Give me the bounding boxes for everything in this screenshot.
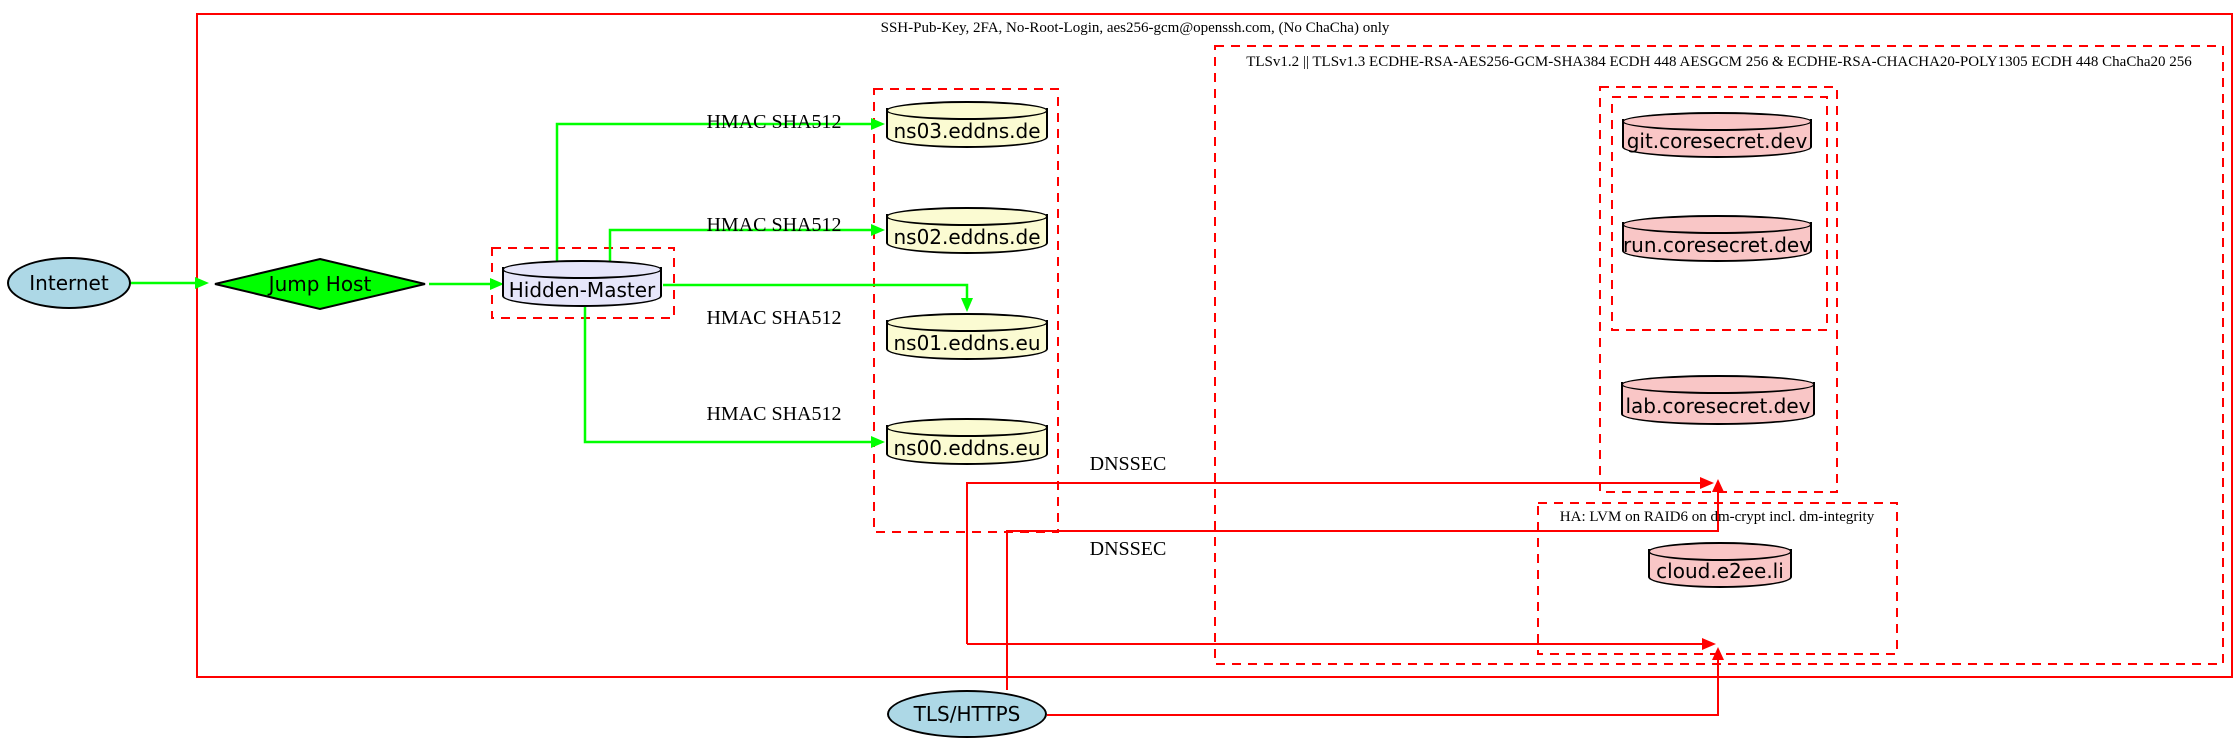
edge-tlshttps-coresecret bbox=[1006, 492, 1719, 690]
node-cloud-e2ee: cloud.e2ee.li bbox=[1648, 542, 1792, 588]
edge-label-hmac-ns00: HMAC SHA512 bbox=[706, 403, 842, 425]
node-ns01: ns01.eddns.eu bbox=[886, 313, 1048, 360]
node-git-coresecret: git.coresecret.dev bbox=[1622, 112, 1812, 158]
node-label: Jump Host bbox=[268, 272, 372, 296]
edge-hiddenmaster-ns01 bbox=[663, 283, 969, 298]
edge-tlshttps-hacluster bbox=[1047, 660, 1719, 716]
node-label: Hidden-Master bbox=[508, 277, 656, 302]
node-lab-coresecret: lab.coresecret.dev bbox=[1621, 375, 1815, 425]
outer-box-label: SSH-Pub-Key, 2FA, No-Root-Login, aes256-… bbox=[880, 20, 1390, 36]
node-run-coresecret: run.coresecret.dev bbox=[1622, 215, 1812, 262]
arrowhead bbox=[1712, 647, 1724, 660]
edge-label-hmac-ns01: HMAC SHA512 bbox=[706, 307, 842, 329]
arrowhead bbox=[490, 278, 504, 290]
ha-cluster-label: HA: LVM on RAID6 on dm-crypt incl. dm-in… bbox=[1559, 509, 1875, 525]
node-label: ns02.eddns.de bbox=[893, 224, 1041, 249]
edge-dnssec-upper bbox=[966, 482, 1700, 644]
edge-label-hmac-ns02: HMAC SHA512 bbox=[706, 214, 842, 236]
node-label: cloud.e2ee.li bbox=[1656, 559, 1784, 583]
node-jump-host: Jump Host bbox=[212, 257, 428, 311]
edge-label-dnssec-upper: DNSSEC bbox=[1089, 453, 1167, 475]
edge-label-dnssec-lower: DNSSEC bbox=[1089, 538, 1167, 560]
node-ns02: ns02.eddns.de bbox=[886, 207, 1048, 254]
node-label: ns01.eddns.eu bbox=[893, 330, 1041, 355]
node-label: ns00.eddns.eu bbox=[893, 435, 1041, 460]
arrowhead bbox=[1700, 477, 1714, 489]
arrowhead bbox=[195, 277, 209, 289]
edge-hiddenmaster-ns03 bbox=[555, 122, 871, 262]
arrowhead bbox=[1712, 479, 1724, 492]
outer-security-box bbox=[196, 13, 2233, 678]
node-tls-https: TLS/HTTPS bbox=[887, 690, 1047, 738]
arrowhead bbox=[871, 224, 885, 236]
arrowhead bbox=[871, 118, 885, 130]
arrowhead bbox=[1702, 638, 1716, 650]
edge-label-hmac-ns03: HMAC SHA512 bbox=[706, 111, 842, 133]
node-ns00: ns00.eddns.eu bbox=[886, 418, 1048, 465]
edge-hiddenmaster-ns02 bbox=[608, 228, 871, 262]
dns-cluster-box bbox=[873, 88, 1059, 533]
edge-hiddenmaster-ns00 bbox=[583, 307, 871, 444]
node-label: ns03.eddns.de bbox=[893, 118, 1041, 143]
node-label: lab.coresecret.dev bbox=[1625, 394, 1811, 418]
node-label: run.coresecret.dev bbox=[1622, 232, 1812, 257]
node-hidden-master: Hidden-Master bbox=[502, 260, 662, 307]
arrowhead bbox=[961, 298, 973, 312]
node-internet: Internet bbox=[7, 257, 131, 309]
arrowhead bbox=[871, 436, 885, 448]
tls-cluster-label: TLSv1.2 || TLSv1.3 ECDHE-RSA-AES256-GCM-… bbox=[1246, 54, 2192, 70]
node-ns03: ns03.eddns.de bbox=[886, 101, 1048, 148]
diamond-shape bbox=[214, 257, 426, 311]
node-label: git.coresecret.dev bbox=[1626, 129, 1808, 153]
